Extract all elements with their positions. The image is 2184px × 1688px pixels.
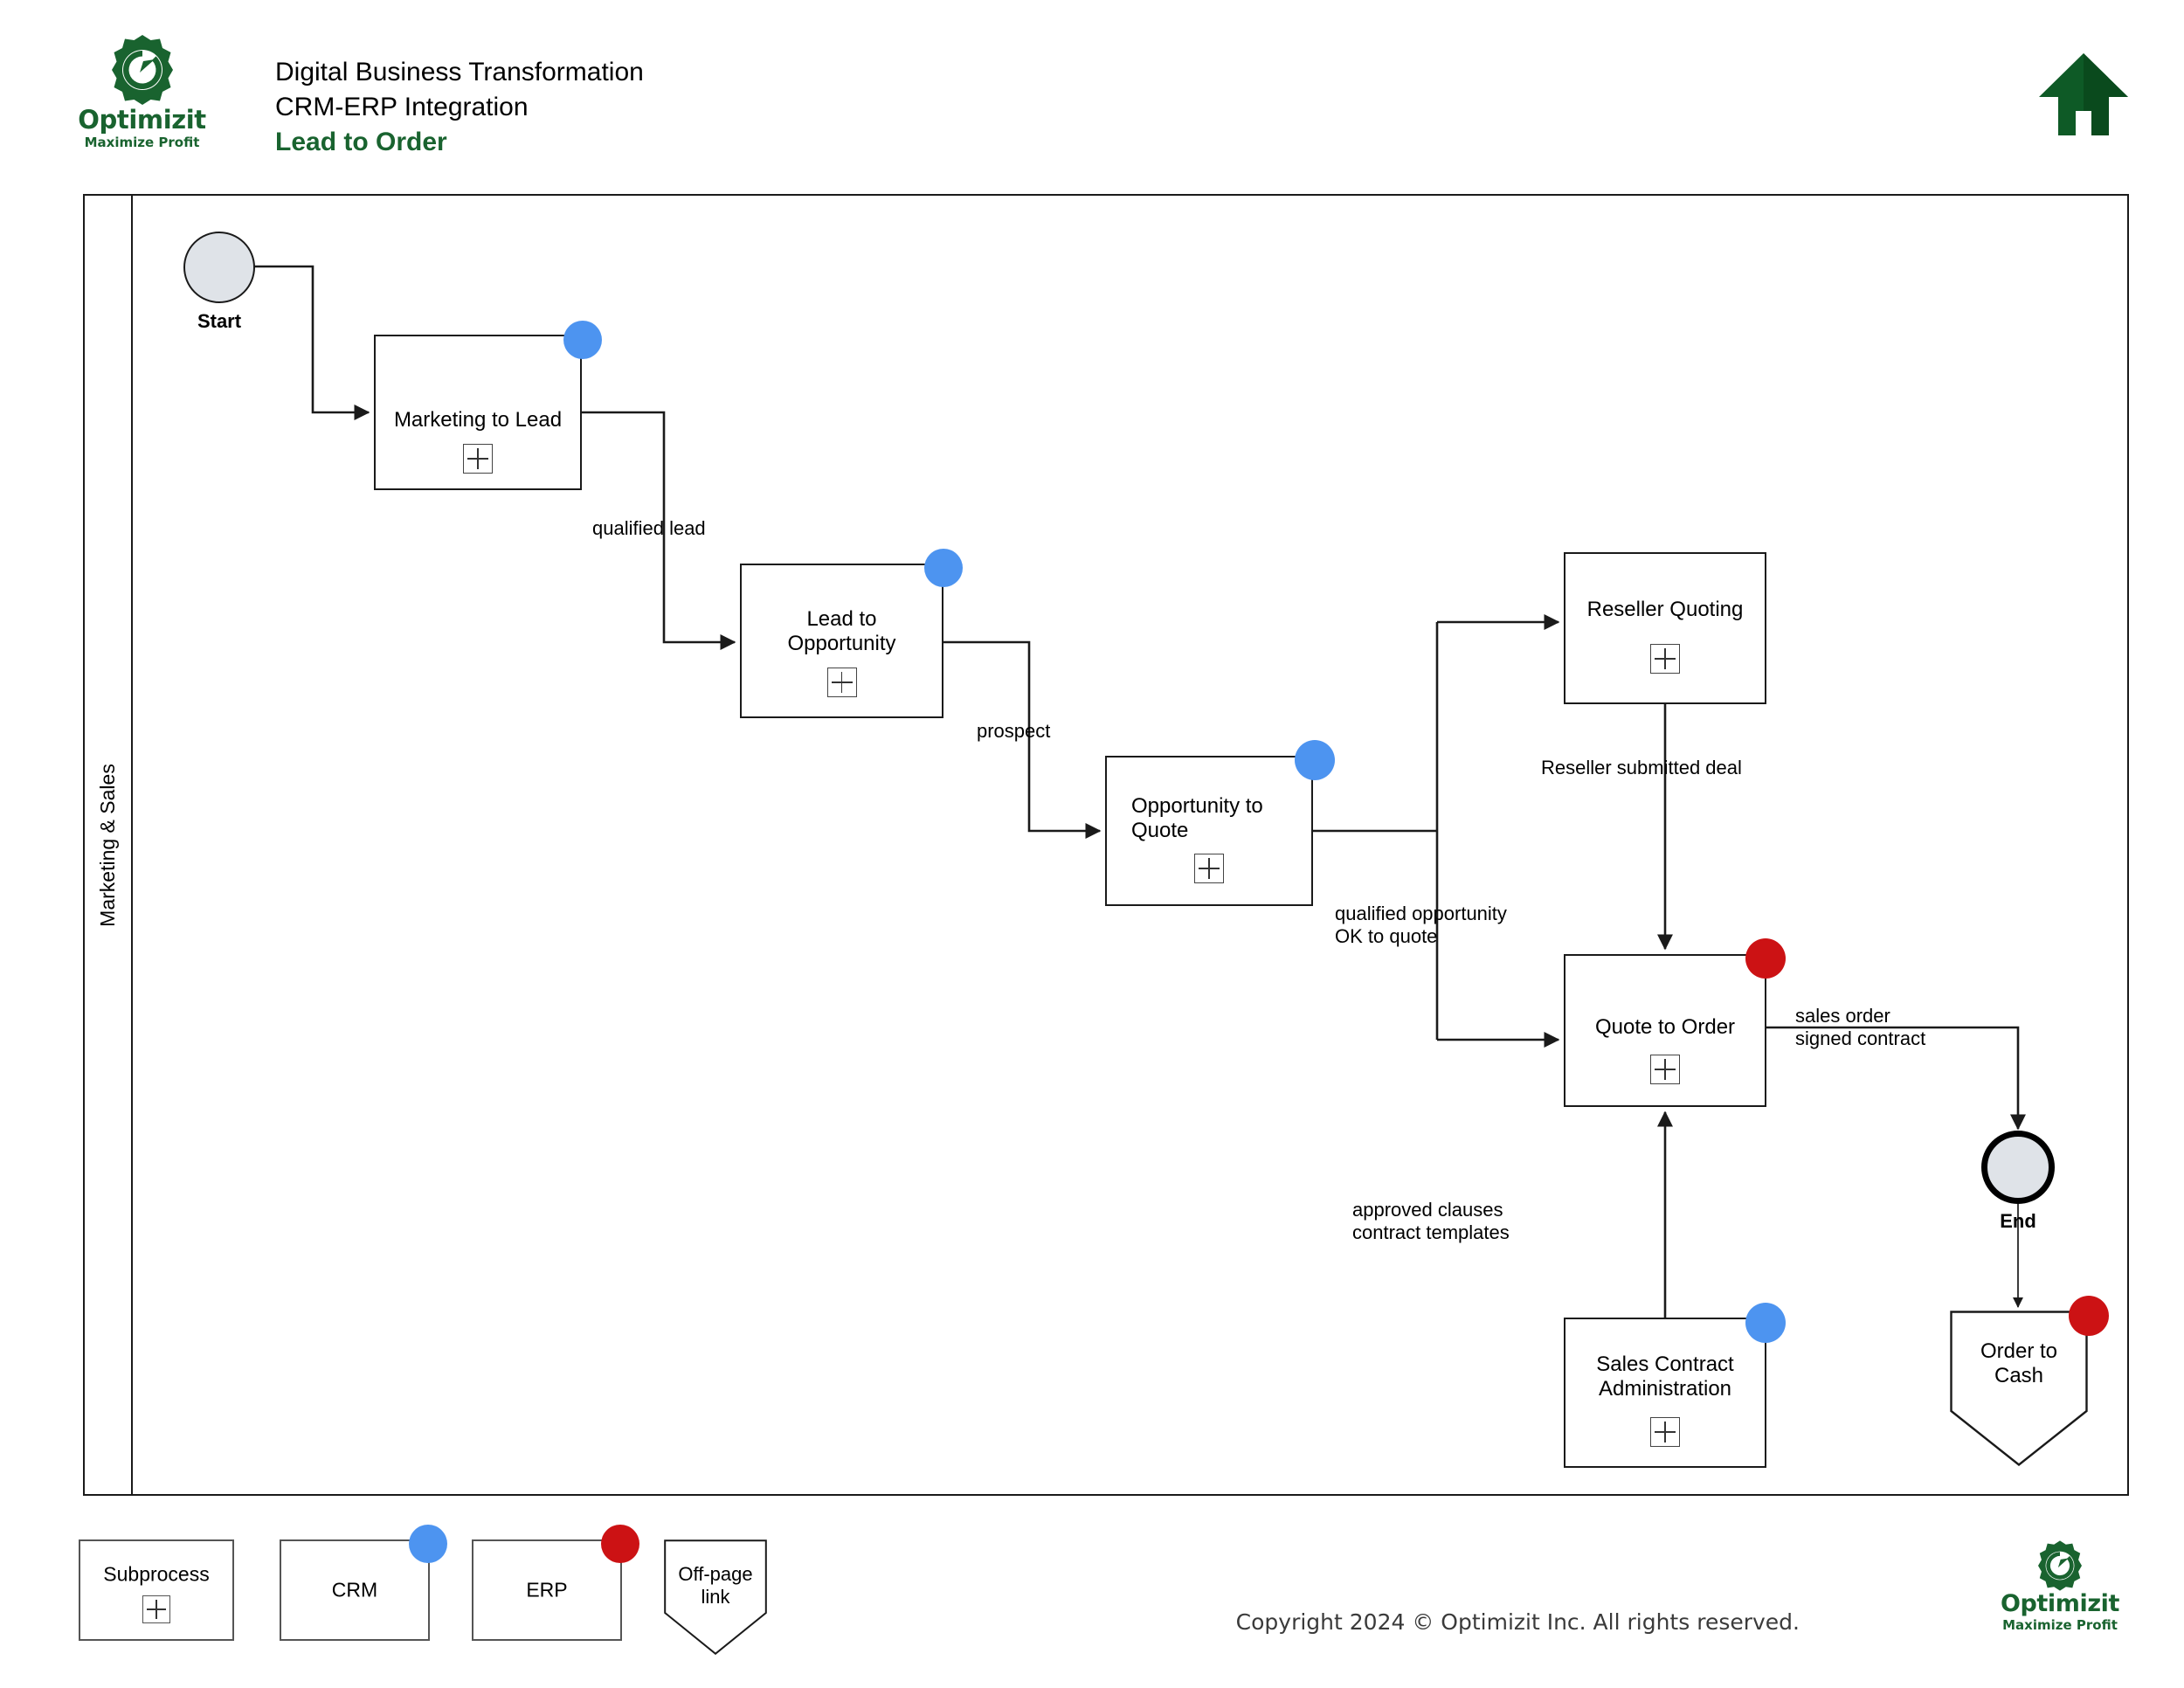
page-title: Lead to Order [275, 128, 447, 156]
legend-subprocess: Subprocess [79, 1539, 234, 1641]
subprocess-plus-icon[interactable] [1650, 1055, 1680, 1084]
header-line-1: Digital Business Transformation [275, 58, 644, 86]
subprocess-plus-icon[interactable] [1194, 854, 1224, 883]
subprocess-plus-icon[interactable] [1650, 644, 1680, 674]
badge-erp-order-to-cash [2069, 1296, 2109, 1336]
legend-crm-label: CRM [331, 1578, 378, 1602]
edge-label-prospect: prospect [977, 720, 1051, 742]
edge-label-reseller-submitted-deal: Reseller submitted deal [1541, 757, 1742, 778]
end-event-label: End [2000, 1210, 2036, 1232]
badge-crm-marketing-to-lead [563, 321, 602, 359]
legend-offpage-link: Off-page link [664, 1539, 767, 1655]
header-line-2: CRM-ERP Integration [275, 93, 529, 121]
node-reseller-quoting-label: Reseller Quoting [1586, 598, 1744, 621]
legend-erp-label: ERP [526, 1578, 568, 1602]
node-sales-contract-administration[interactable]: Sales Contract Administration [1564, 1318, 1766, 1468]
badge-erp-quote-to-order [1745, 938, 1786, 979]
header-titles: Digital Business Transformation CRM-ERP … [275, 55, 644, 160]
legend-erp: ERP [472, 1539, 622, 1641]
subprocess-plus-icon[interactable] [1650, 1417, 1680, 1447]
lane-divider [131, 196, 133, 1494]
legend-offpage-link-label: Off-page link [678, 1562, 753, 1608]
subprocess-plus-icon [142, 1595, 170, 1623]
edge-label-qualified-opportunity: qualified opportunity OK to quote [1335, 903, 1507, 947]
header-logo: Optimizit Maximize Profit [66, 33, 218, 149]
lane-label-marketing-and-sales: Marketing & Sales [85, 196, 131, 1494]
home-icon[interactable] [2037, 48, 2130, 135]
badge-crm-legend [409, 1525, 447, 1563]
node-sales-contract-administration-label: Sales Contract Administration [1596, 1352, 1734, 1401]
start-event[interactable] [183, 232, 255, 303]
edge-label-qualified-lead: qualified lead [592, 517, 706, 539]
start-event-label: Start [197, 310, 242, 332]
node-reseller-quoting[interactable]: Reseller Quoting [1564, 552, 1766, 704]
brand-tagline: Maximize Profit [2002, 1617, 2118, 1633]
end-event[interactable] [1981, 1131, 2055, 1204]
brand-name: Optimizit [78, 105, 206, 135]
edge-label-approved-clauses: approved clauses contract templates [1352, 1199, 1510, 1243]
badge-crm-opportunity-to-quote [1295, 740, 1335, 780]
badge-crm-lead-to-opportunity [924, 549, 963, 587]
legend-subprocess-label: Subprocess [103, 1562, 210, 1586]
lane-label-text: Marketing & Sales [96, 763, 120, 927]
footer-logo: Optimizit Maximize Profit [1981, 1539, 2139, 1632]
node-opportunity-to-quote[interactable]: Opportunity to Quote [1105, 756, 1313, 906]
node-marketing-to-lead-label: Marketing to Lead [393, 408, 563, 432]
optimizit-gear-logo-icon [2038, 1540, 2082, 1591]
node-quote-to-order-label: Quote to Order [1594, 1015, 1736, 1039]
offpage-pentagon-shape [664, 1539, 767, 1655]
subprocess-plus-icon[interactable] [463, 444, 493, 474]
node-opportunity-to-quote-label: Opportunity to Quote [1131, 794, 1263, 842]
brand-tagline: Maximize Profit [84, 135, 200, 150]
node-marketing-to-lead[interactable]: Marketing to Lead [374, 335, 582, 490]
copyright-text: Copyright 2024 © Optimizit Inc. All righ… [1235, 1609, 1800, 1635]
legend-crm: CRM [280, 1539, 430, 1641]
node-quote-to-order[interactable]: Quote to Order [1564, 954, 1766, 1107]
node-lead-to-opportunity-label: Lead to Opportunity [787, 607, 896, 655]
edge-label-sales-order-signed-contract: sales order signed contract [1795, 1005, 1926, 1049]
offpage-link-order-to-cash[interactable]: Order to Cash [1950, 1311, 2088, 1466]
badge-crm-sales-contract-administration [1745, 1303, 1786, 1343]
brand-name: Optimizit [2000, 1590, 2120, 1617]
offpage-link-order-to-cash-label: Order to Cash [1980, 1339, 2058, 1387]
offpage-pentagon-shape [1950, 1311, 2088, 1466]
subprocess-plus-icon[interactable] [826, 668, 857, 697]
optimizit-gear-logo-icon [111, 35, 173, 105]
node-lead-to-opportunity[interactable]: Lead to Opportunity [740, 564, 943, 718]
badge-erp-legend [601, 1525, 639, 1563]
